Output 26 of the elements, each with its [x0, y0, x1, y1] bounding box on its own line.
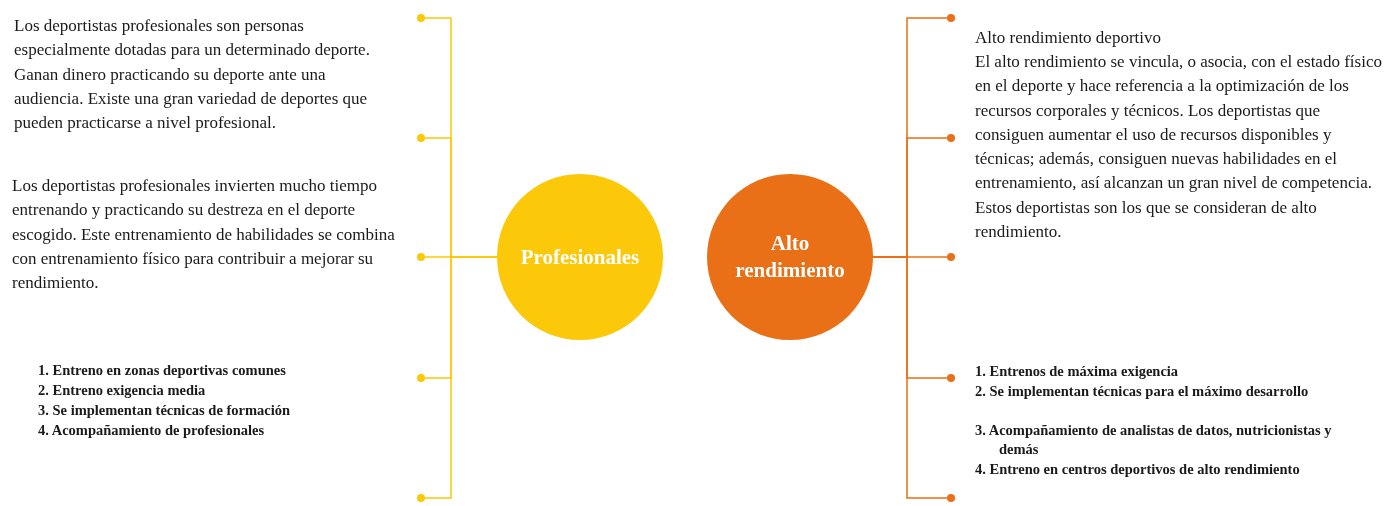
list-item: 1. Entrenos de máxima exigencia	[975, 362, 1180, 381]
dot-marker	[417, 253, 425, 261]
paragraph: El alto rendimiento se vincula, o asocia, con el estado físico en el deporte y hace referencia a la optimización de los recursos corporales y técnicos. Los deportistas que consiguen aumentar el uso de recursos disponibles y técnicas; además, consiguen nuevas habilidades en el entrenamiento, así alcanzan un gran nivel de competencia. Estos deportistas son los que se consideran de alto rendimiento.	[975, 51, 1383, 244]
dot-marker	[417, 134, 425, 142]
list-item: 1. Entreno en zonas deportivas comunes	[38, 361, 287, 380]
list-item: 4. Entreno en centros deportivos de alto rendimiento	[975, 459, 1301, 479]
dot-marker	[417, 14, 425, 22]
paragraph: Los deportistas profesionales invierten mucho tiempo entrenando y practicando su destreza en el deporte escogido. Este entrenamiento de habilidades se combina con entrenamiento físico para contribuir a mejorar su rendimiento.	[12, 175, 396, 295]
connector-line	[872, 256, 948, 499]
heading: Alto rendimiento deportivo	[975, 27, 1163, 49]
list-item: 3. Acompañamiento de analistas de datos, nutricionistas y demás	[975, 420, 1333, 459]
dot-marker	[417, 374, 425, 382]
list-item: 3. Se implementan técnicas de formación	[38, 401, 292, 420]
dot-marker	[947, 14, 955, 22]
dot-marker	[417, 494, 425, 502]
connector-line	[424, 256, 498, 499]
paragraph: Los deportistas profesionales son personas especialmente dotadas para un determinado deporte. Ganan dinero practicando su deporte ante una audiencia. Existe una gran variedad de deportes que pueden practicarse a nivel profesional.	[14, 15, 371, 135]
topic-circle: Alto rendimiento	[707, 174, 873, 340]
list-item: 4. Acompañamiento de profesionales	[38, 421, 266, 440]
topic-circle: Profesionales	[497, 174, 663, 340]
dot-marker	[947, 253, 955, 261]
dot-marker	[947, 374, 955, 382]
list-item: 2. Entreno exigencia media	[38, 381, 207, 400]
dot-marker	[947, 134, 955, 142]
list-item: 2. Se implementan técnicas para el máximo desarrollo	[975, 381, 1310, 401]
dot-marker	[947, 494, 955, 502]
